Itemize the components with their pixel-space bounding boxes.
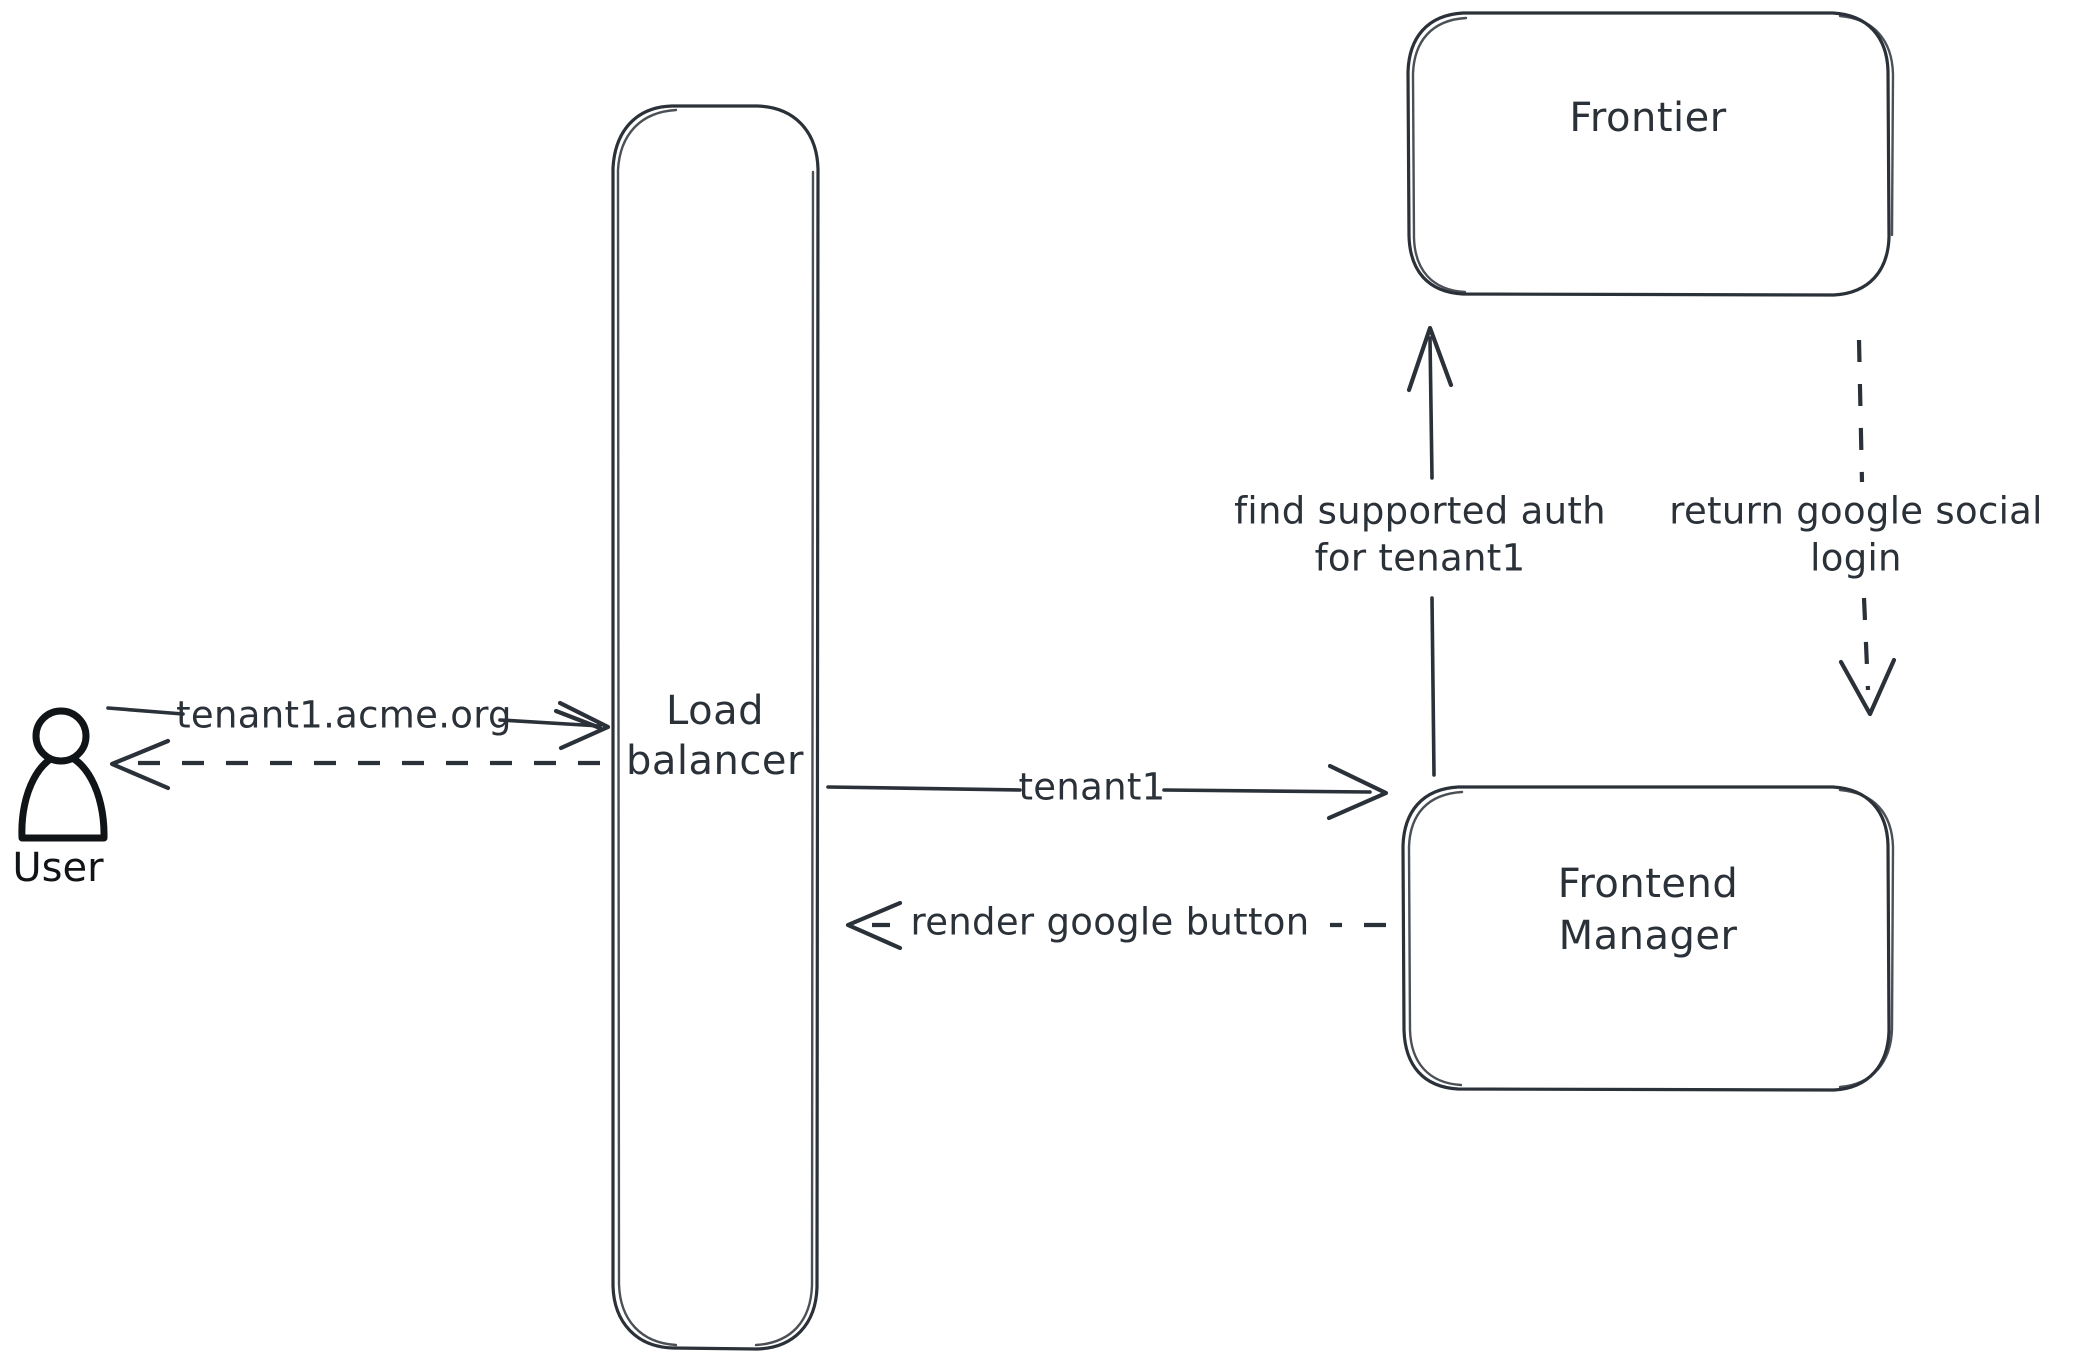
edge-user-to-lb-label: tenant1.acme.org [176,694,512,737]
edge-lb-to-fm-label: tenant1 [1019,766,1166,809]
node-load-balancer-label-line2: balancer [626,738,804,784]
person-icon-head [32,707,90,765]
node-frontend-manager[interactable]: Frontend Manager [1401,785,1895,1092]
edge-fm-to-frontier-label-line2: for tenant1 [1315,537,1526,580]
edge-fm-to-lb[interactable]: render google button [845,901,1386,951]
edge-lb-to-user[interactable] [109,738,600,791]
edge-frontier-to-fm-label-line1: return google social [1669,490,2042,533]
person-icon-body [18,751,108,842]
edge-frontier-to-fm-label-line2: login [1810,537,1902,580]
edge-fm-to-frontier-label-line1: find supported auth [1234,490,1606,533]
node-load-balancer-label-line1: Load [666,688,764,734]
edge-frontier-to-fm[interactable]: return google social login [1669,339,2042,717]
node-frontend-manager-label-line2: Manager [1559,913,1738,959]
edge-fm-to-lb-label: render google button [911,901,1310,944]
edge-lb-to-fm[interactable]: tenant1 [826,763,1389,821]
actor-user-label: User [12,845,104,891]
edge-fm-to-frontier[interactable]: find supported auth for tenant1 [1234,325,1606,777]
node-frontier[interactable]: Frontier [1406,11,1895,297]
edge-user-to-lb[interactable]: tenant1.acme.org [106,694,611,751]
node-frontier-label: Frontier [1569,95,1726,141]
node-load-balancer[interactable]: Load balancer [611,104,820,1351]
actor-user[interactable]: User [12,707,108,891]
node-frontend-manager-label-line1: Frontend [1558,861,1739,907]
